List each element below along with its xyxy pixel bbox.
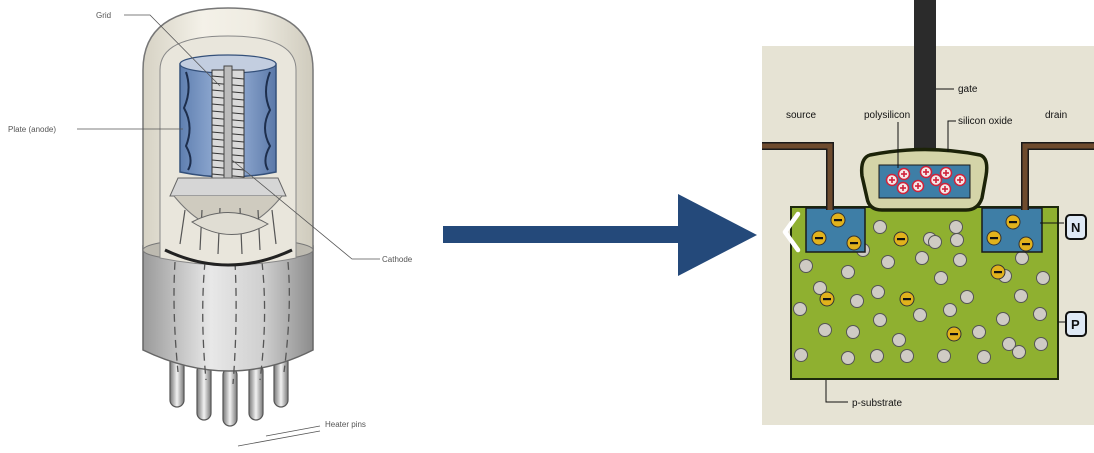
mosfet-label-gate: gate [958, 84, 978, 95]
chevron-left-icon[interactable] [774, 210, 804, 254]
mosfet-diagram: gate source polysilicon silicon oxide dr… [762, 0, 1094, 425]
mosfet-label-drain: drain [1045, 110, 1067, 121]
tube-label-plate: Plate (anode) [8, 125, 56, 134]
tube-label-grid: Grid [96, 11, 111, 20]
gate-wire [914, 0, 936, 152]
p-badge: P [1066, 312, 1086, 336]
vacuum-tube-illustration: Grid Plate (anode) Cathode Heater pins [8, 8, 413, 446]
tube-label-cathode: Cathode [382, 255, 413, 264]
n-badge: N [1066, 215, 1086, 239]
transition-arrow [443, 194, 757, 276]
mosfet-label-source: source [786, 110, 816, 121]
mosfet-label-silicon-oxide: silicon oxide [958, 116, 1013, 127]
svg-text:P: P [1071, 317, 1080, 332]
mosfet-label-p-substrate: p-substrate [852, 398, 902, 409]
tube-label-heater-pins: Heater pins [325, 420, 366, 429]
svg-text:N: N [1071, 220, 1080, 235]
mosfet-label-polysilicon: polysilicon [864, 110, 910, 121]
